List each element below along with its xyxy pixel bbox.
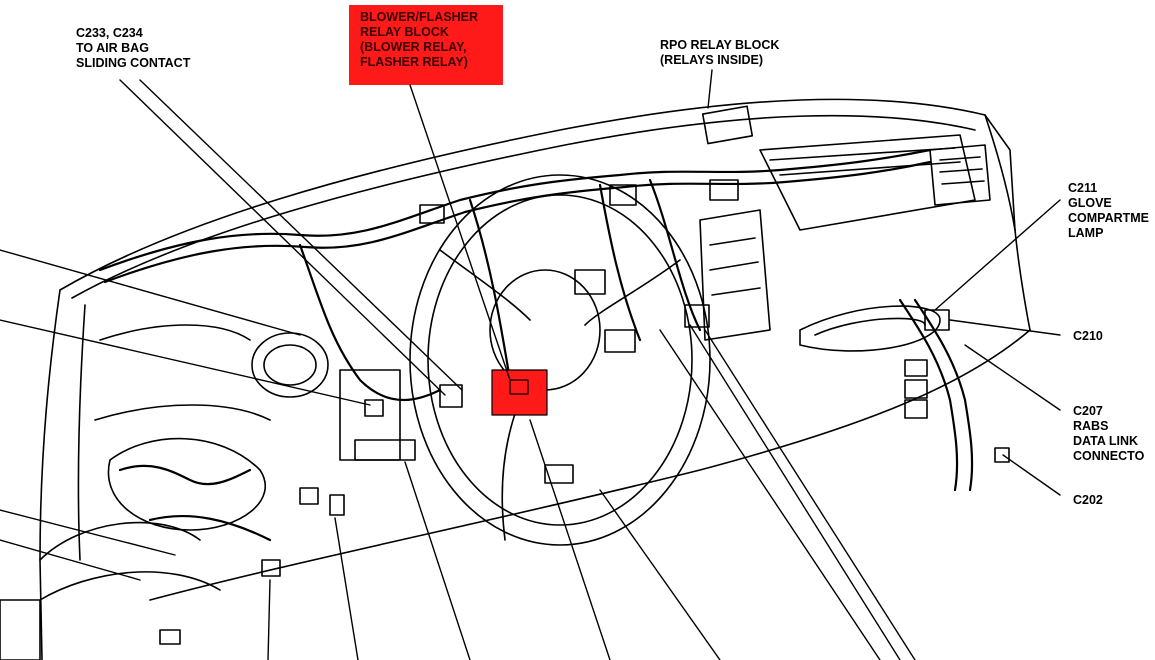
label-c207-rabs-data-link-connector: C207 RABS DATA LINK CONNECTO xyxy=(1073,404,1144,464)
label-line: C207 xyxy=(1073,404,1103,418)
label-line: C202 xyxy=(1073,493,1103,507)
connectors xyxy=(159,105,1010,645)
label-line: FLASHER RELAY) xyxy=(360,55,468,69)
dashboard-outline xyxy=(39,98,1031,660)
label-line: RABS xyxy=(1073,419,1109,433)
label-line: CONNECTO xyxy=(1073,449,1145,463)
label-line: GLOVE xyxy=(1068,196,1112,210)
label-line: (BLOWER RELAY, xyxy=(360,40,467,54)
label-c211-glove-compartment-lamp: C211 GLOVE COMPARTME LAMP xyxy=(1068,181,1149,241)
label-line: DATA LINK xyxy=(1073,434,1139,448)
steering-wheel xyxy=(409,174,711,546)
label-line: RPO RELAY BLOCK xyxy=(660,38,780,52)
wiring-harness xyxy=(98,148,974,542)
label-line: LAMP xyxy=(1068,226,1104,240)
label-line: TO AIR BAG xyxy=(76,41,149,55)
label-line: SLIDING CONTACT xyxy=(76,56,191,70)
left-instrument-cluster xyxy=(0,324,416,660)
label-c210: C210 xyxy=(1073,329,1103,344)
label-line: (RELAYS INSIDE) xyxy=(660,53,764,67)
label-c202: C202 xyxy=(1073,493,1103,508)
label-line: C211 xyxy=(1068,181,1098,195)
label-c233-c234-air-bag-sliding-contact: C233, C234 TO AIR BAG SLIDING CONTACT xyxy=(76,26,190,71)
callout-leader-lines xyxy=(0,69,1061,660)
blower-relay-label-highlight xyxy=(349,5,503,85)
blower-flasher-relay-block xyxy=(491,369,548,416)
label-line: C210 xyxy=(1073,329,1103,343)
label-line: BLOWER/FLASHER xyxy=(360,10,479,24)
label-line: COMPARTME xyxy=(1068,211,1150,225)
label-blower-flasher-relay-block: BLOWER/FLASHER RELAY BLOCK (BLOWER RELAY… xyxy=(350,7,500,81)
label-line: C233, C234 xyxy=(76,26,143,40)
label-rpo-relay-block: RPO RELAY BLOCK (RELAYS INSIDE) xyxy=(660,38,779,68)
label-line: RELAY BLOCK xyxy=(360,25,449,39)
